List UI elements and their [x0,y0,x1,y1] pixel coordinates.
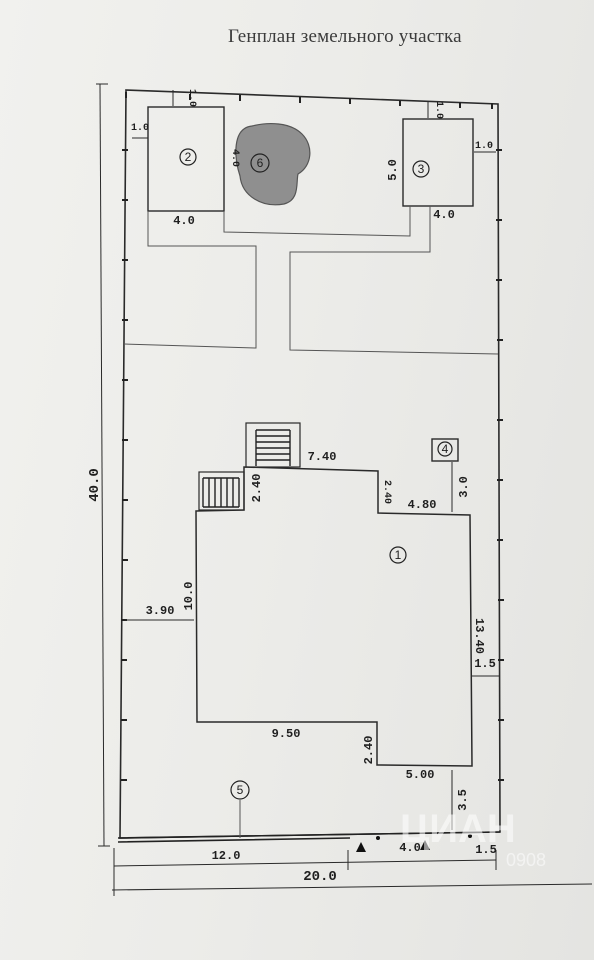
dim-house-step-right: 2.40 [381,480,392,504]
dim-house-bottom-right: 5.00 [406,768,435,782]
svg-text:3: 3 [418,162,425,176]
markers: 1 2 3 4 5 6 [179,148,453,800]
dim-b3-side: 5.0 [386,159,400,181]
dim-house-bottom: 9.50 [272,727,301,741]
dim-house-left-side: 10.0 [182,582,196,611]
pond-6 [235,123,311,206]
marker-6: 6 [250,153,270,173]
dim-b2-left: 1.0 [131,123,149,134]
dim-house-right-top: 4.80 [408,498,437,512]
svg-text:5: 5 [237,783,244,797]
svg-text:2: 2 [185,150,192,164]
fence-5 [117,800,501,852]
dim-bottom-mid: 4.0 [399,841,421,855]
dim-bottom-right: 1.5 [475,843,497,857]
marker-3: 3 [412,160,430,178]
dim-house-right-offset: 1.5 [474,657,496,671]
dim-b2-top: 1.0 [186,89,197,107]
dim-bottom-left: 12.0 [212,849,241,863]
dim-total-width: 20.0 [303,869,337,885]
marker-1: 1 [389,546,407,564]
object-4 [431,438,459,462]
dim-house-left-offset: 3.90 [146,604,175,618]
path-lines [123,206,499,355]
dim-house-top: 7.40 [308,450,337,464]
dim-b3-top: 1.0 [433,101,444,119]
svg-text:4: 4 [442,442,449,456]
boundary-ticks [121,92,504,781]
building-3 [402,118,474,207]
plot-boundary [119,89,501,839]
dim-total-height: 40.0 [87,468,103,502]
watermark: ЦИАН 0908 [400,807,546,870]
dim-house-step-left: 2.40 [250,474,264,503]
dim-house-front-offset: 3.5 [456,789,470,811]
dim-b2-side: 4.0 [229,149,240,167]
dim-house-step-bottom: 2.40 [362,736,376,765]
marker-4: 4 [437,441,453,457]
svg-text:1: 1 [395,548,402,562]
svg-text:6: 6 [257,156,264,170]
marker-2: 2 [179,148,197,166]
dimension-labels: 40.0 20.0 12.0 4.0 1.5 1.0 1.0 4.0 4.0 1… [87,89,497,885]
watermark-id: 0908 [506,850,546,870]
dim-b2-bottom: 4.0 [173,214,195,228]
dim-b3-bottom: 4.0 [433,208,455,222]
dim-b3-right: 1.0 [475,141,493,152]
plan-title: Генплан земельного участка [228,26,462,47]
dim-gap-to-4: 3.0 [457,476,471,498]
marker-5: 5 [230,780,250,800]
dimension-lines [96,83,593,896]
house-1 [195,422,473,767]
watermark-brand: ЦИАН [400,807,516,851]
building-2 [147,106,225,212]
dim-house-right-side: 13.40 [472,618,486,654]
